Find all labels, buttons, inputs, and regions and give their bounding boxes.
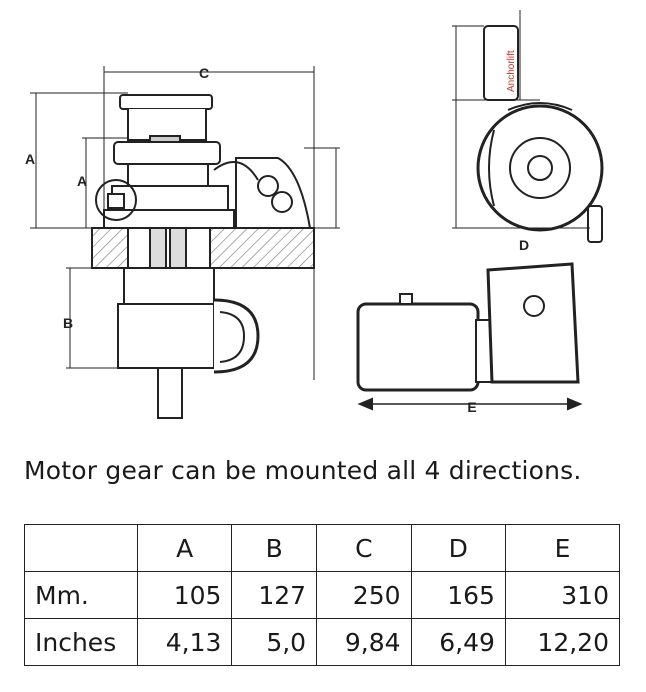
motor-view: [356, 262, 583, 411]
table-row: Mm. 105 127 250 165 310: [24, 571, 621, 619]
dimensions-table: A B C D E Mm. 105 127 250 165 310 Inches…: [24, 524, 621, 666]
side-view: [30, 66, 340, 419]
header-cell: B: [231, 524, 318, 572]
header-cell: E: [504, 524, 621, 572]
dim-label-c: C: [199, 65, 209, 81]
header-cell: C: [316, 524, 412, 572]
header-cell: D: [410, 524, 506, 572]
dim-label-b: B: [63, 315, 73, 331]
table-cell: 9,84: [316, 618, 412, 666]
table-cell: 250: [316, 571, 412, 619]
table-row: Inches 4,13 5,0 9,84 6,49 12,20: [24, 618, 621, 666]
brand-text: Anchorlift: [506, 50, 517, 92]
mounting-caption: Motor gear can be mounted all 4 directio…: [24, 456, 582, 485]
windlass-dimension-drawing: C A A B Anchorlift D E: [25, 10, 604, 419]
table-header-row: A B C D E: [24, 524, 621, 572]
dim-label-e: E: [467, 399, 476, 415]
table-cell: 6,49: [410, 618, 506, 666]
dim-label-d: D: [519, 237, 529, 253]
table-cell: 310: [504, 571, 621, 619]
front-view: [452, 10, 604, 243]
row-label: Mm.: [24, 571, 138, 619]
table-cell: 4,13: [136, 618, 233, 666]
table-cell: 5,0: [231, 618, 318, 666]
header-cell: [24, 524, 138, 572]
table-cell: 105: [136, 571, 233, 619]
dim-label-a-outer: A: [25, 151, 35, 167]
table-cell: 127: [231, 571, 318, 619]
table-cell: 12,20: [504, 618, 621, 666]
table-cell: 165: [410, 571, 506, 619]
row-label: Inches: [24, 618, 138, 666]
dim-label-a-inner: A: [77, 173, 87, 189]
header-cell: A: [136, 524, 233, 572]
